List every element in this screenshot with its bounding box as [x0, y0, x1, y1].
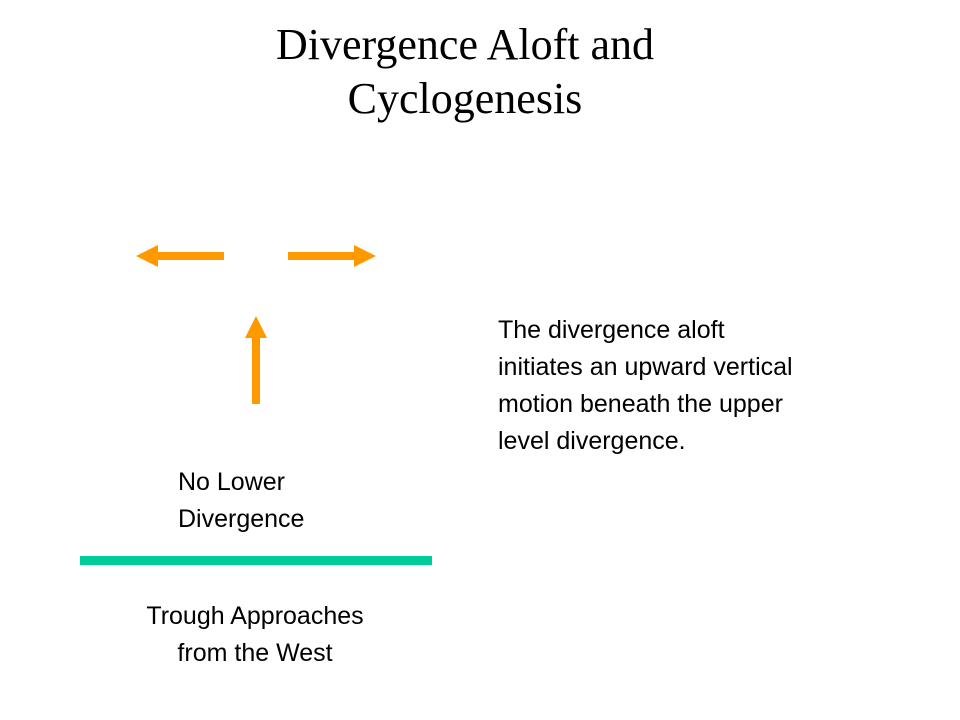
trough-label: Trough Approaches from the West	[146, 602, 364, 667]
upper-right-arrow-icon	[288, 245, 376, 267]
upper-left-arrow-icon	[136, 245, 224, 267]
no-lower-divergence-label: No Lower Divergence	[178, 468, 305, 533]
upward-motion-arrow-icon	[245, 316, 267, 404]
explanation-text: The divergence aloft initiates an upward…	[498, 316, 793, 455]
slide-title: Divergence Aloft and Cyclogenesis	[276, 20, 654, 123]
trough-line	[80, 556, 432, 565]
